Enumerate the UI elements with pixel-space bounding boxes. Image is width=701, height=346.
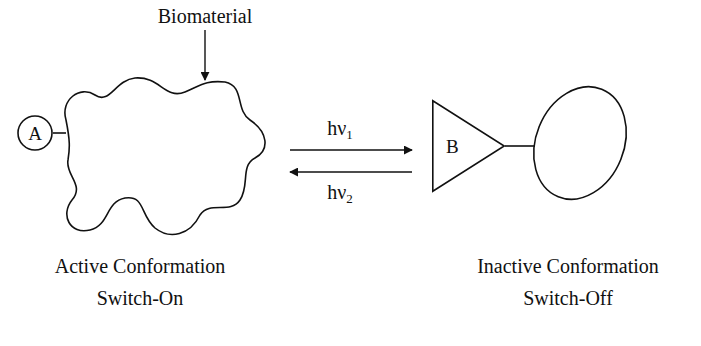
photon-label: hν1 — [300, 112, 380, 151]
linker-line — [505, 145, 535, 147]
state-caption: Inactive Conformation Switch-Off — [448, 250, 688, 314]
linker-line — [53, 132, 66, 134]
group-triangle: B — [432, 100, 505, 192]
reverse-arrow — [290, 171, 412, 173]
circle-shape — [18, 116, 52, 150]
group-letter: B — [446, 137, 459, 156]
state-caption: Active Conformation Switch-On — [30, 250, 250, 314]
forward-arrow — [290, 149, 412, 151]
triangle-outline — [432, 100, 505, 192]
triangle-shape — [433, 101, 504, 191]
biomaterial-blob — [65, 78, 265, 235]
pointer-arrow — [204, 30, 205, 80]
group-circle: A — [17, 115, 53, 151]
folded-ellipse — [517, 73, 642, 214]
photon-label: hν2 — [300, 176, 380, 215]
callout-label: Biomaterial — [140, 0, 270, 32]
group-letter: A — [28, 124, 42, 143]
